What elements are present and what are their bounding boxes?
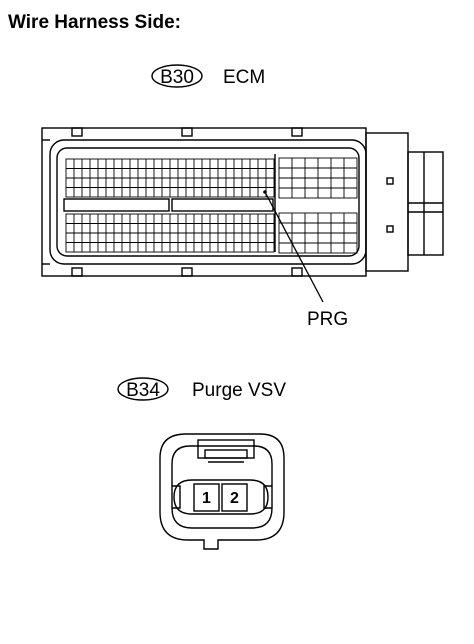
ecm-row-divider [171, 198, 274, 212]
prg-callout: PRG [263, 190, 348, 330]
vsv-housing-outer [159, 433, 285, 550]
ecm-latch-square [386, 225, 394, 233]
prg-leader-dot [263, 190, 267, 194]
ecm-connector [41, 127, 444, 277]
ecm-connector-label: B30 ECM [151, 64, 265, 88]
ecm-inner-shell [56, 147, 360, 257]
ecm-pin-grids [65, 157, 358, 254]
ecm-connector-code-oval [151, 64, 203, 88]
vsv-housing-inner [171, 445, 273, 529]
vsv-pin-numbers: 1 2 [202, 490, 239, 507]
prg-pin-label: PRG [307, 309, 348, 330]
vsv-pin-2: 2 [230, 490, 239, 507]
page-title: Wire Harness Side: [8, 12, 181, 33]
vsv-connector [159, 433, 285, 550]
ecm-housing-outer [41, 127, 367, 277]
ecm-housing-notch [71, 267, 83, 277]
ecm-connector-code: B30 [160, 67, 194, 88]
vsv-connector-code-oval [117, 377, 169, 401]
ecm-latch-block [365, 132, 409, 272]
vsv-pin-box-1 [193, 483, 220, 512]
ecm-inner-shell [49, 139, 367, 265]
vsv-side-key [172, 485, 181, 509]
ecm-housing-notch [71, 127, 83, 137]
prg-leader-line [264, 191, 324, 303]
ecm-housing-notch [291, 127, 303, 137]
vsv-connector-code: B34 [126, 380, 160, 401]
vsv-lock-tab [197, 439, 255, 459]
vsv-connector-name: Purge VSV [192, 380, 286, 401]
vsv-side-key [263, 485, 272, 509]
ecm-housing-notch [181, 127, 193, 137]
ecm-connector-name: ECM [223, 67, 265, 88]
vsv-connector-label: B34 Purge VSV [117, 377, 286, 401]
vsv-pin-1: 1 [202, 490, 211, 507]
vsv-lock-tab-inner [204, 449, 248, 459]
vsv-pin-cavity [173, 479, 269, 515]
vsv-pin-box-2 [221, 483, 248, 512]
ecm-latch-square [386, 177, 394, 185]
ecm-housing-notch [291, 267, 303, 277]
ecm-row-divider [63, 198, 170, 212]
ecm-housing-notch [181, 267, 193, 277]
